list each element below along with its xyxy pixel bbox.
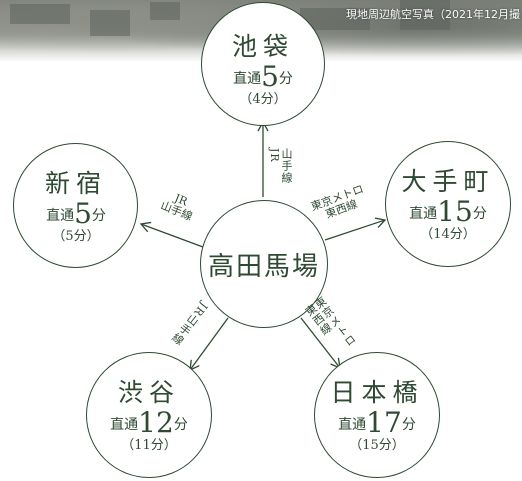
station-circle-otemachi (385, 141, 511, 267)
arrow-to-shinjuku (139, 221, 204, 248)
alt-time: （14分） (420, 227, 476, 242)
station-otemachi: 大手町 直通15分 （14分） (388, 167, 508, 243)
direct-time: 直通12分 (110, 406, 188, 439)
direct-time: 直通15分 (409, 195, 487, 228)
route-label-ikebukuro: 山手線 JR (268, 148, 293, 184)
hub-name: 高田馬場 (207, 252, 320, 282)
direct-time: 直通5分 (233, 60, 293, 93)
station-circle-nihonbashi (314, 352, 440, 478)
station-nihonbashi: 日本橋 直通17分 （15分） (317, 378, 437, 454)
station-name: 新宿 (44, 169, 107, 198)
hub-circle (200, 200, 328, 328)
arrow-to-otemachi (324, 217, 387, 241)
station-shinjuku: 新宿 直通5分 （5分） (16, 169, 136, 245)
photo-caption: 現地周辺航空写真（2021年12月撮 (346, 8, 520, 21)
alt-time: （4分） (239, 92, 287, 107)
alt-time: （5分） (52, 229, 100, 244)
arrow-to-nihonbashi (300, 317, 341, 370)
alt-time: （15分） (349, 438, 405, 453)
station-circle-shibuya (86, 352, 212, 478)
alt-time: （11分） (121, 438, 177, 453)
direct-time: 直通17分 (338, 406, 416, 439)
direct-time: 直通5分 (46, 197, 106, 230)
station-circle-ikebukuro (201, 2, 325, 126)
station-circle-shinjuku (13, 143, 138, 268)
arrow-to-shibuya (189, 317, 229, 372)
station-ikebukuro: 池袋 直通5分 （4分） (203, 32, 323, 108)
station-name: 渋谷 (117, 378, 180, 407)
station-shibuya: 渋谷 直通12分 （11分） (89, 378, 209, 454)
station-name: 日本橋 (330, 378, 424, 407)
station-name: 大手町 (401, 167, 495, 196)
station-name: 池袋 (231, 32, 294, 61)
